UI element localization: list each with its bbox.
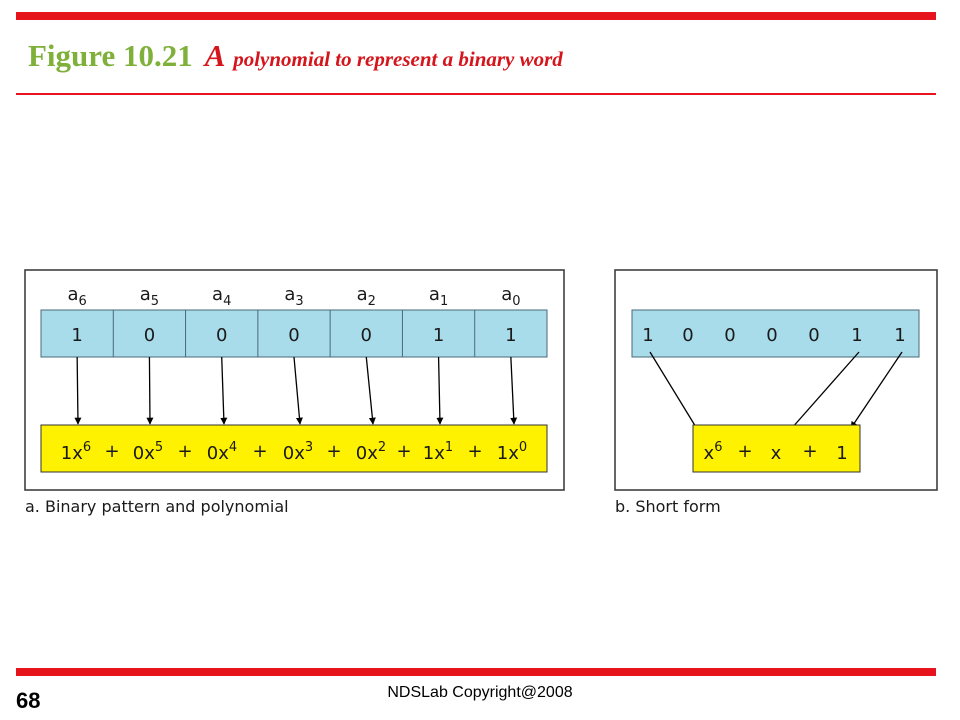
- bit-value: 0: [808, 325, 819, 346]
- coefficient-label: a4: [212, 284, 231, 309]
- slide-number: 68: [16, 688, 41, 713]
- title-text: polynomial to represent a binary word: [233, 47, 563, 71]
- bit-value: 1: [851, 325, 862, 346]
- panel-b-polynomial-box: [692, 424, 861, 473]
- bit-value: 1: [433, 325, 444, 346]
- slide-title: Figure 10.21 A polynomial to represent a …: [28, 36, 563, 79]
- polynomial-term: x: [771, 443, 782, 464]
- bit-value: 1: [71, 325, 82, 346]
- panel-b-frame: [614, 269, 938, 491]
- polynomial-term: 0x3: [283, 440, 313, 464]
- bit-to-term-arrow: [74, 356, 82, 425]
- plus-sign: +: [177, 441, 192, 462]
- footer-copyright: NDSLab Copyright@2008: [387, 684, 573, 701]
- bit-to-term-arrow: [436, 356, 444, 425]
- bit-to-term-arrow: [293, 356, 303, 425]
- polynomial-term: 0x5: [133, 440, 163, 464]
- title-a: A: [204, 38, 226, 73]
- bit-to-term-arrow: [220, 356, 228, 425]
- coefficient-label: a0: [501, 284, 520, 309]
- bit-value: 0: [288, 325, 299, 346]
- coefficient-label: a5: [140, 284, 159, 309]
- polynomial-term: x6: [704, 440, 723, 464]
- polynomial-term: 0x4: [207, 440, 237, 464]
- plus-sign: +: [396, 441, 411, 462]
- coefficient-label: a1: [429, 284, 448, 309]
- bit-value: 0: [361, 325, 372, 346]
- coefficient-label: a6: [67, 284, 86, 309]
- bit-to-term-arrow: [146, 356, 154, 425]
- plus-sign: +: [802, 441, 817, 462]
- panel-a-caption: a. Binary pattern and polynomial: [25, 497, 289, 516]
- panel-a-polynomial-box: [40, 424, 548, 473]
- bit-to-term-arrow: [365, 356, 376, 425]
- plus-sign: +: [252, 441, 267, 462]
- plus-sign: +: [737, 441, 752, 462]
- title-underline: [16, 93, 936, 95]
- polynomial-term: 1: [836, 443, 847, 464]
- bit-to-term-arrow: [850, 351, 903, 429]
- coefficient-label: a3: [284, 284, 303, 309]
- bit-value: 1: [894, 325, 905, 346]
- polynomial-term: 1x0: [497, 440, 527, 464]
- bit-value: 0: [766, 325, 777, 346]
- bit-value: 1: [505, 325, 516, 346]
- bit-to-term-arrow: [649, 351, 703, 438]
- bit-to-term-arrow: [510, 356, 518, 425]
- bit-to-term-arrow: [783, 351, 860, 438]
- panel-b-caption: b. Short form: [615, 497, 721, 516]
- panel-a-frame: [24, 269, 565, 491]
- bit-value: 1: [642, 325, 653, 346]
- coefficient-label: a2: [357, 284, 376, 309]
- polynomial-term: 1x6: [61, 440, 91, 464]
- plus-sign: +: [326, 441, 341, 462]
- bit-value: 0: [682, 325, 693, 346]
- bit-value: 0: [216, 325, 227, 346]
- figure-number: Figure 10.21: [28, 38, 193, 73]
- panel-b-bits-box: [631, 309, 920, 358]
- bit-value: 0: [144, 325, 155, 346]
- plus-sign: +: [467, 441, 482, 462]
- top-red-bar: [16, 12, 936, 20]
- polynomial-term: 1x1: [423, 440, 453, 464]
- polynomial-term: 0x2: [356, 440, 386, 464]
- bottom-red-bar: [16, 668, 936, 676]
- plus-sign: +: [104, 441, 119, 462]
- bit-value: 0: [724, 325, 735, 346]
